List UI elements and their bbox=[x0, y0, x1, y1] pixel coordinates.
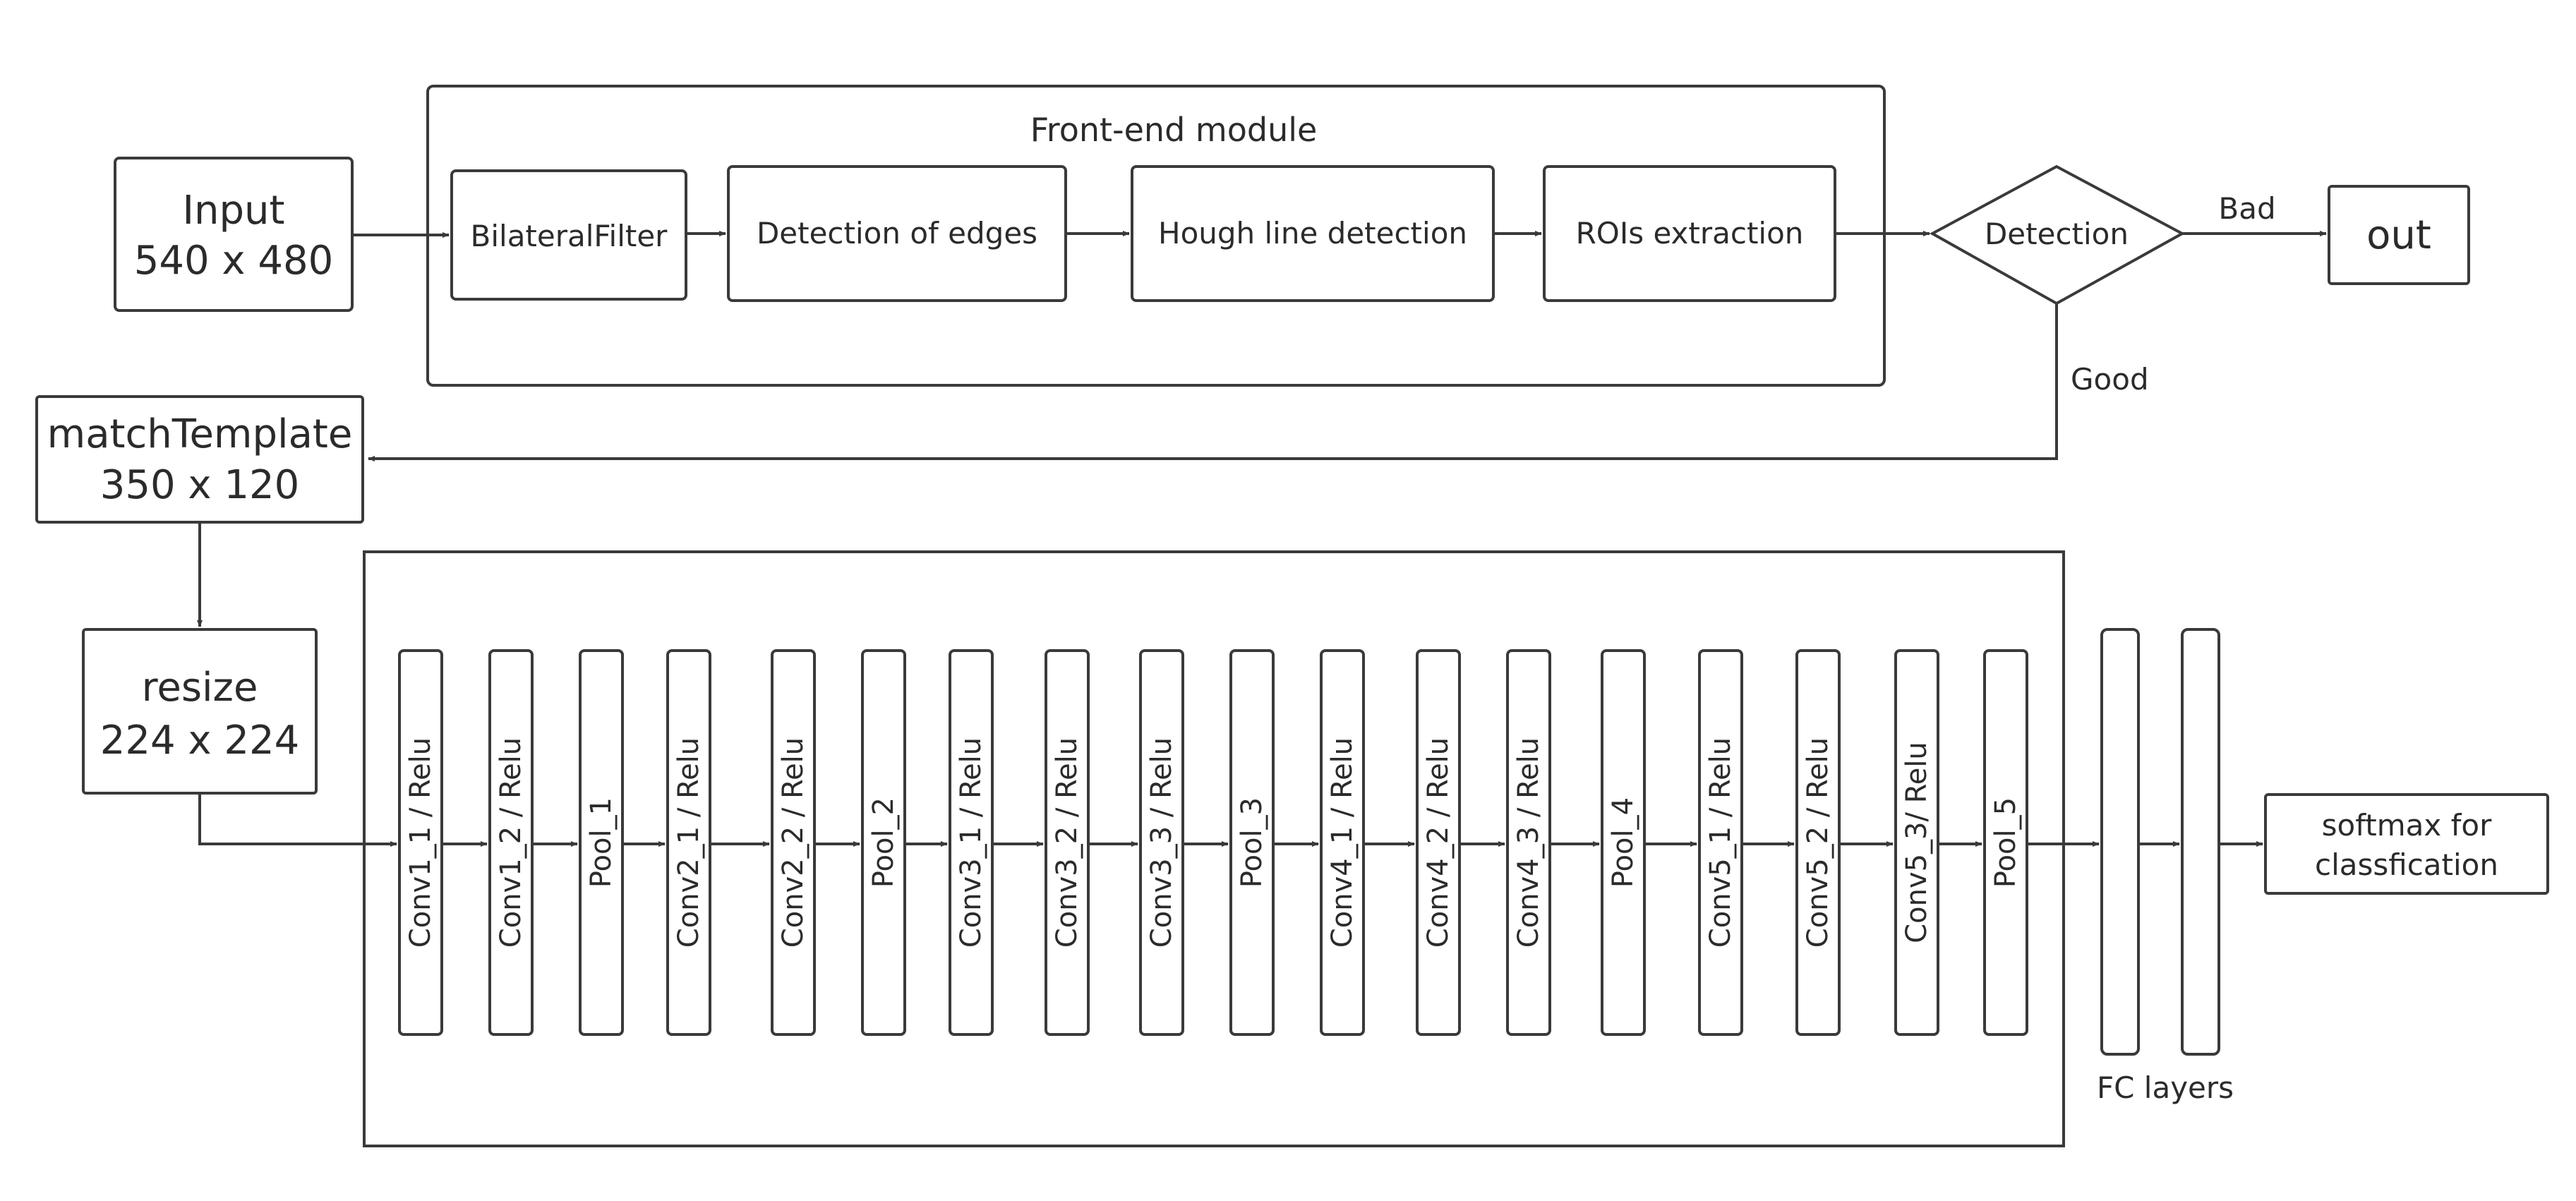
cnn-layer-label: Conv4_1 / Relu bbox=[1326, 737, 1359, 948]
fc-layers-label: FC layers bbox=[2097, 1070, 2234, 1105]
resize-label: resize bbox=[142, 665, 258, 711]
roi-extraction-label: ROIs extraction bbox=[1576, 216, 1804, 251]
fc-layer-1 bbox=[2100, 628, 2140, 1056]
cnn-layer-label: Pool_1 bbox=[585, 797, 618, 888]
match-template-label: matchTemplate bbox=[47, 411, 353, 457]
cnn-frame bbox=[363, 550, 2065, 1147]
resize-box bbox=[82, 628, 318, 795]
match-template-size: 350 x 120 bbox=[100, 462, 300, 508]
cnn-layer-label: Conv4_3 / Relu bbox=[1512, 737, 1545, 948]
input-box bbox=[114, 157, 354, 312]
cnn-layer-label: Pool_5 bbox=[1990, 797, 2022, 888]
cnn-layer-label: Conv2_2 / Relu bbox=[777, 737, 809, 948]
resize-size: 224 x 224 bbox=[100, 718, 300, 764]
cnn-layer-label: Conv1_2 / Relu bbox=[495, 737, 527, 948]
cnn-layer-label: Conv5_1 / Relu bbox=[1704, 737, 1737, 948]
input-label: Input bbox=[182, 188, 284, 234]
front-end-module-title: Front-end module bbox=[1030, 111, 1318, 149]
out-box bbox=[2328, 185, 2470, 285]
cnn-layer-label: Conv5_3/ Relu bbox=[1901, 742, 1933, 943]
detection-label: Detection bbox=[1985, 217, 2129, 251]
softmax-box bbox=[2264, 793, 2549, 895]
cnn-layer-label: Pool_3 bbox=[1236, 797, 1268, 888]
softmax-label-line1: softmax for bbox=[2322, 808, 2492, 843]
hough-line-label: Hough line detection bbox=[1158, 216, 1467, 251]
cnn-layer-label: Pool_4 bbox=[1607, 797, 1639, 888]
arrow-resize-to-cnn bbox=[198, 793, 397, 847]
edge-detection-label: Detection of edges bbox=[757, 216, 1037, 251]
cnn-layer-label: Conv5_2 / Relu bbox=[1802, 737, 1834, 948]
cnn-layer-label: Conv2_1 / Relu bbox=[673, 737, 705, 948]
cnn-layer-label: Conv3_2 / Relu bbox=[1051, 737, 1083, 948]
good-label: Good bbox=[2071, 362, 2149, 397]
cnn-layer-group: Conv1_1 / Relu Conv1_2 / Relu Pool_1 Conv2_… bbox=[398, 649, 2100, 1036]
out-label: out bbox=[2366, 212, 2431, 258]
bilateral-filter-label: BilateralFilter bbox=[471, 219, 668, 253]
bad-label: Bad bbox=[2218, 191, 2275, 226]
cnn-layer-label: Conv1_1 / Relu bbox=[404, 737, 437, 948]
softmax-label-line2: classfication bbox=[2315, 847, 2498, 882]
cnn-layer-label: Pool_2 bbox=[867, 797, 900, 888]
input-size: 540 x 480 bbox=[134, 238, 334, 284]
arrow-good-to-match-template bbox=[368, 303, 2058, 461]
cnn-layer-label: Conv4_2 / Relu bbox=[1422, 737, 1455, 948]
cnn-layer-label: Conv3_1 / Relu bbox=[955, 737, 987, 948]
fc-layer-2 bbox=[2181, 628, 2220, 1056]
cnn-layer-label: Conv3_3 / Relu bbox=[1145, 737, 1178, 948]
